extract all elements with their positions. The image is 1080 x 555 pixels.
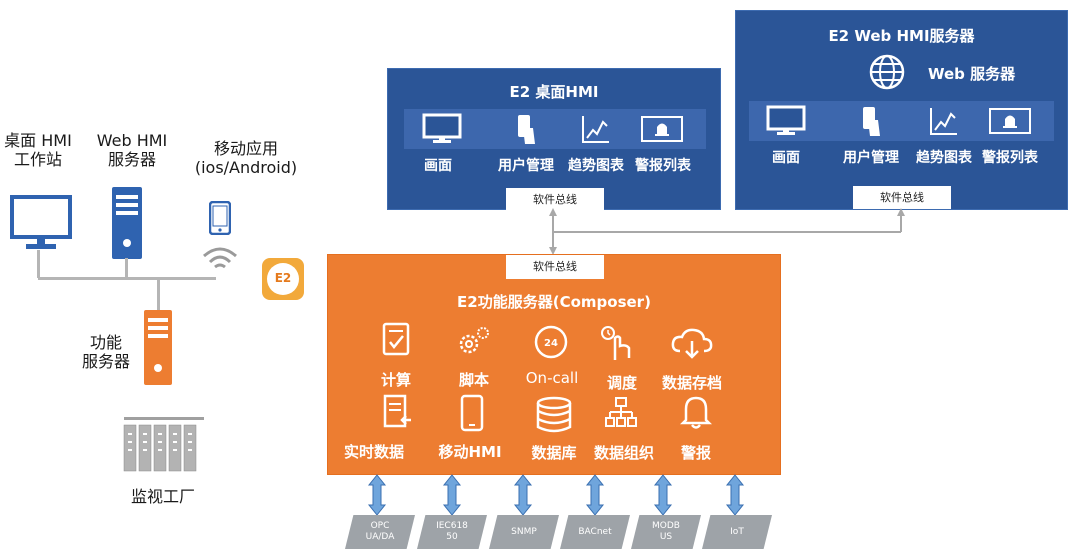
desktop-hmi-box: E2 桌面HMI 画面 用户管理 趋势图表 警报列表 软件总线 — [387, 68, 721, 211]
plant-label: 监视工厂 — [130, 487, 195, 506]
protocol-bacnet: BACnet — [560, 515, 630, 549]
on-call-icon: 24 — [534, 325, 568, 359]
trend-chart-icon — [930, 108, 957, 135]
func-data-organization: 数据组织 — [593, 444, 654, 462]
user-management-icon — [863, 107, 880, 136]
globe-icon — [869, 54, 905, 90]
mobile-hmi-icon — [460, 394, 484, 432]
func-realtime-data: 实时数据 — [343, 443, 404, 461]
protocol-opc: OPC UA/DA — [345, 515, 415, 549]
protocol-iec61850: IEC618 50 — [417, 515, 487, 549]
desktop-software-bus: 软件总线 — [506, 188, 604, 211]
user-management-icon — [518, 115, 535, 144]
mobile-phone-icon — [209, 201, 231, 235]
protocol-modbus: MODB US — [631, 515, 701, 549]
desktop-monitor-icon — [10, 195, 72, 249]
trend-chart-icon — [582, 116, 609, 143]
e2-logo: E2 — [262, 258, 304, 300]
web-item-trend: 趋势图表 — [916, 150, 972, 166]
bus-link-right-up — [900, 210, 902, 232]
bus-link-horizontal — [553, 231, 901, 233]
web-server-icon — [112, 187, 142, 259]
composer-box: 软件总线 E2功能服务器(Composer) 24 计算 脚本 On-call … — [327, 254, 781, 475]
data-organization-icon — [605, 397, 637, 427]
web-software-bus: 软件总线 — [853, 186, 951, 209]
func-mobile-hmi: 移动HMI — [438, 443, 502, 461]
cloud-archive-icon — [671, 328, 713, 359]
func-calculation: 计算 — [380, 371, 411, 389]
protocol-iot: IoT — [702, 515, 772, 549]
alarm-list-icon — [989, 108, 1031, 134]
network-drop-desktop — [37, 250, 40, 278]
schedule-click-icon — [601, 326, 631, 360]
web-service-label: Web 服务器 — [928, 65, 1016, 83]
mobile-app-label: 移动应用 (ios/Android) — [194, 139, 298, 177]
function-server-icon — [144, 310, 172, 385]
web-item-users: 用户管理 — [843, 150, 899, 166]
composer-software-bus: 软件总线 — [506, 255, 604, 279]
desktop-item-screen: 画面 — [424, 158, 452, 174]
plant-rack-icon — [123, 417, 204, 472]
screen-icon — [422, 113, 462, 143]
svg-text:24: 24 — [544, 338, 558, 349]
func-data-archive: 数据存档 — [661, 374, 722, 392]
func-script: 脚本 — [458, 371, 489, 389]
calculation-icon — [382, 322, 410, 356]
alarm-bell-icon — [680, 396, 712, 429]
desktop-item-users: 用户管理 — [498, 158, 554, 174]
database-icon — [536, 396, 572, 433]
web-hmi-label: Web HMI 服务器 — [96, 131, 168, 169]
protocol-snmp: SNMP — [489, 515, 559, 549]
func-database: 数据库 — [531, 444, 577, 462]
screen-icon — [766, 105, 806, 135]
desktop-hmi-title: E2 桌面HMI — [509, 83, 599, 101]
func-alarm: 警报 — [680, 444, 711, 462]
func-on-call: On-call — [525, 369, 579, 387]
desktop-item-alarms: 警报列表 — [635, 158, 691, 174]
alarm-list-icon — [641, 116, 683, 142]
web-item-screen: 画面 — [772, 150, 800, 166]
func-schedule: 调度 — [606, 374, 637, 392]
web-hmi-title: E2 Web HMI服务器 — [828, 27, 975, 45]
wifi-icon — [203, 247, 237, 269]
network-bus-line — [38, 277, 216, 280]
realtime-data-icon — [383, 394, 411, 428]
web-item-alarms: 警报列表 — [982, 150, 1038, 166]
script-gear-icon — [459, 327, 489, 354]
web-hmi-box: E2 Web HMI服务器 Web 服务器 画面 用户管理 趋势图表 警报列表 … — [735, 10, 1068, 210]
network-drop-web — [125, 258, 128, 278]
composer-title: E2功能服务器(Composer) — [457, 293, 651, 311]
desktop-hmi-label: 桌面 HMI 工作站 — [4, 131, 72, 169]
desktop-item-trend: 趋势图表 — [568, 158, 624, 174]
function-server-label: 功能 服务器 — [81, 333, 130, 371]
e2-logo-text: E2 — [274, 271, 292, 285]
network-drop-function — [157, 278, 160, 312]
